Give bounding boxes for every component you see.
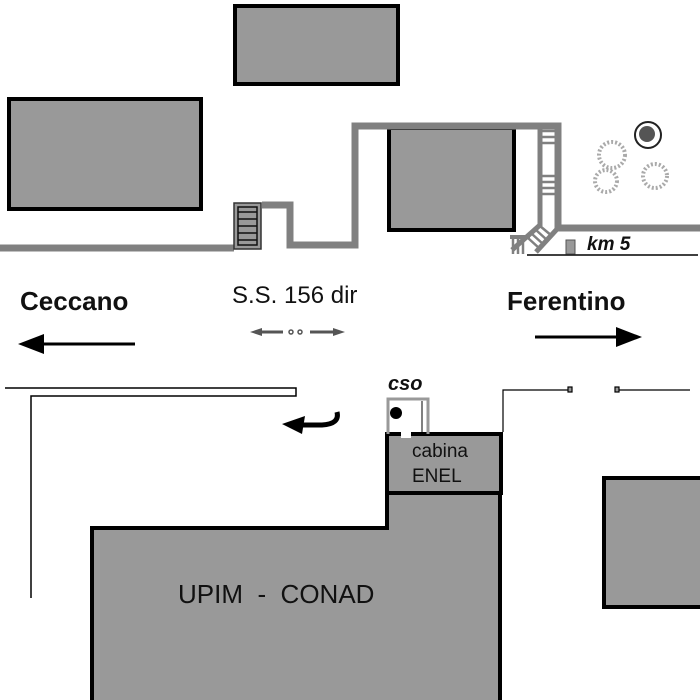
building-center (387, 126, 516, 232)
building-top-left (7, 97, 203, 211)
cso-label: cso (388, 373, 422, 395)
km-marker-post (565, 239, 576, 255)
building-cabina-enel (385, 432, 503, 495)
turn-arrow-icon (282, 411, 340, 434)
crosswalk-right (510, 124, 561, 254)
building-right (602, 476, 700, 609)
upim-conad-label: UPIM - CONAD (178, 579, 374, 609)
cso-box (386, 397, 430, 438)
crosswalk-left (233, 202, 262, 250)
enel-label: ENEL (412, 466, 462, 487)
ceccano-label: Ceccano (20, 286, 128, 316)
tree-icons (593, 121, 669, 194)
arrow-east-icon (535, 327, 642, 347)
road-name-label: S.S. 156 dir (232, 282, 357, 309)
road-edge-south (5, 387, 297, 598)
cabina-label: cabina (412, 441, 468, 462)
two-way-arrows-icon (250, 328, 345, 336)
ferentino-label: Ferentino (507, 286, 625, 316)
km-marker-label: km 5 (587, 234, 631, 255)
arrow-west-icon (18, 334, 135, 354)
building-top-center (233, 4, 400, 86)
fence-line (502, 386, 690, 432)
